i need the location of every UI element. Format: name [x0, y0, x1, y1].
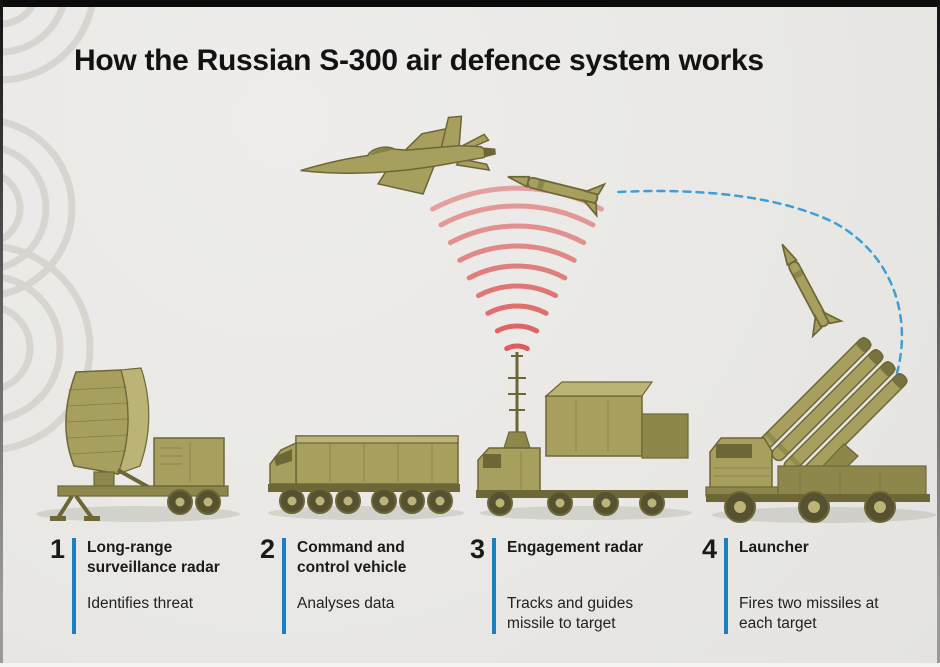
step-title: Launcher	[739, 539, 809, 556]
step-engagement-radar: 3 Engagement radar Tracks and guides mis…	[470, 534, 659, 634]
step-accent-bar	[282, 538, 287, 634]
missile-ascending-icon	[767, 235, 843, 338]
step-number: 3	[470, 534, 486, 564]
step-accent-bar	[492, 538, 497, 634]
step-surveillance-radar: 1 Long-range surveillance radar Identifi…	[50, 534, 239, 634]
step-number: 1	[50, 534, 66, 564]
step-description: Analyses data	[297, 595, 395, 612]
step-description: Fires two missiles at each target	[739, 595, 879, 632]
step-launcher: 4 Launcher Fires two missiles at each ta…	[702, 534, 891, 634]
step-number: 4	[702, 534, 718, 564]
top-border	[0, 0, 940, 7]
step-command-vehicle: 2 Command and control vehicle Analyses d…	[260, 534, 449, 634]
fighter-jet-icon	[300, 115, 496, 195]
engagement-radar-vehicle	[476, 352, 692, 520]
step-title: Long-range surveillance radar	[87, 539, 220, 576]
step-accent-bar	[72, 538, 77, 634]
step-description: Identifies threat	[87, 595, 194, 612]
right-border	[937, 0, 940, 667]
concentric-arcs-decoration	[0, 0, 97, 453]
page-title: How the Russian S-300 air defence system…	[74, 44, 764, 77]
radar-waves-icon	[430, 185, 604, 352]
command-vehicle	[268, 435, 464, 520]
left-border	[0, 0, 3, 667]
bottom-border	[0, 663, 940, 667]
step-description: Tracks and guides missile to target	[507, 595, 634, 632]
launcher-vehicle	[705, 336, 936, 523]
step-title: Command and control vehicle	[297, 539, 407, 576]
step-title: Engagement radar	[507, 539, 644, 556]
step-accent-bar	[724, 538, 729, 634]
surveillance-radar-vehicle	[36, 367, 240, 522]
step-number: 2	[260, 534, 276, 564]
